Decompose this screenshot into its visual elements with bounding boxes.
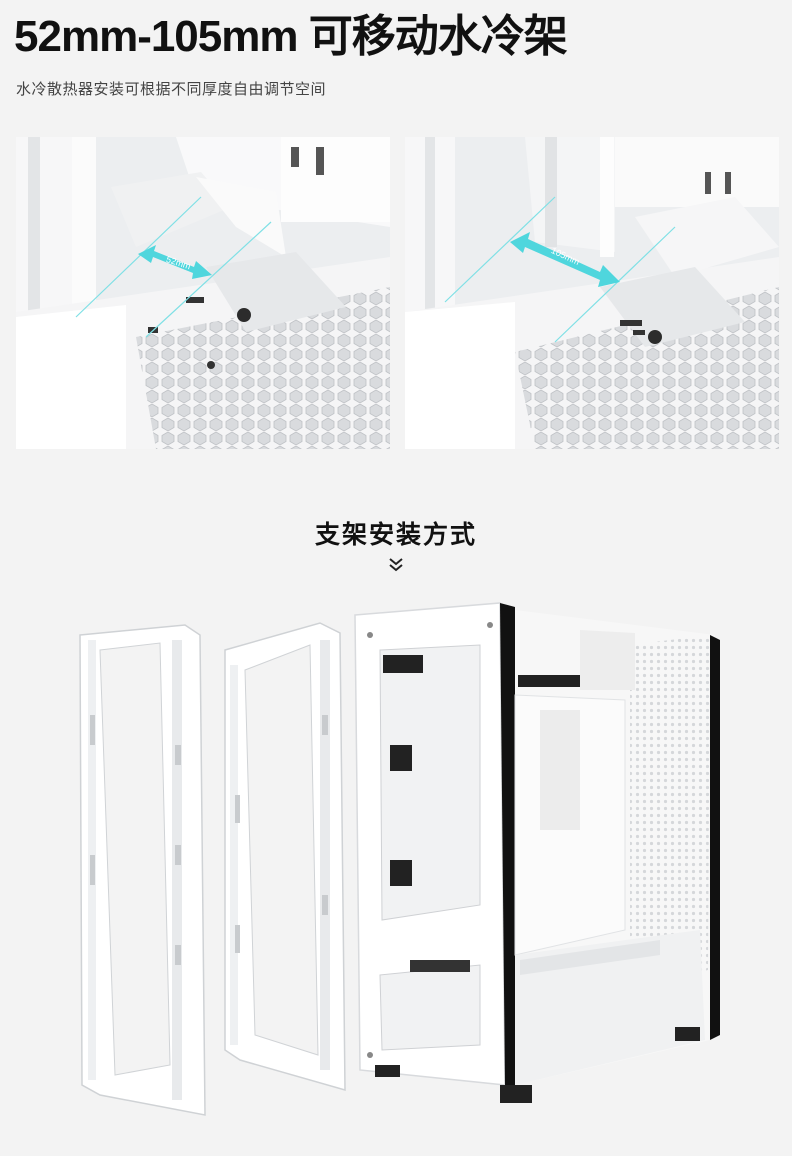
install-section-title: 支架安装方式 <box>314 520 477 549</box>
page-subtitle: 水冷散热器安装可根据不同厚度自由调节空间 <box>16 80 327 98</box>
radiator-bracket-left <box>79 624 206 1116</box>
bracket-105mm-photo: 105mm <box>405 137 779 449</box>
pc-case <box>354 602 720 1103</box>
radiator-bracket-right <box>224 622 346 1091</box>
page-title: 52mm-105mm 可移动水冷架 <box>14 12 568 61</box>
bracket-52mm-photo: 52mm <box>16 137 390 449</box>
case-with-brackets-render <box>60 595 740 1120</box>
double-chevron-down-icon <box>389 558 403 572</box>
